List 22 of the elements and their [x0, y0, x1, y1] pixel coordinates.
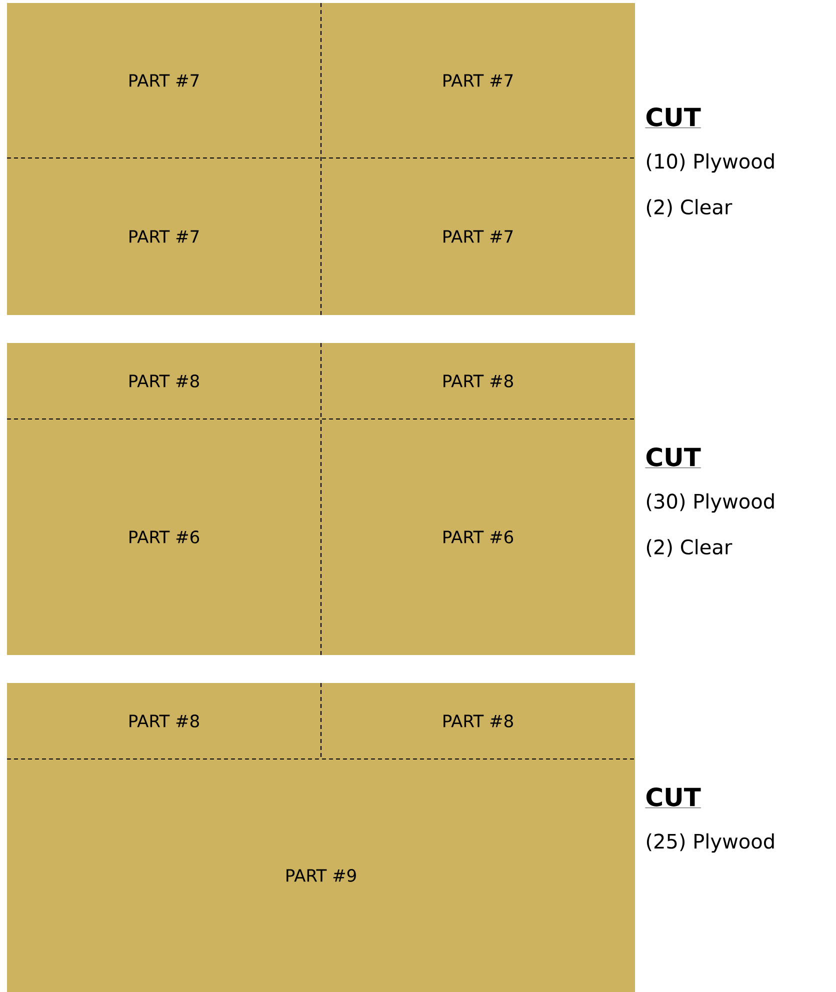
cut-heading: CUT: [645, 108, 702, 128]
part-region: PART #7: [444, 74, 513, 87]
part-region: PART #7: [130, 74, 199, 87]
material-count: (25) Plywood: [646, 833, 774, 853]
part-region: PART #6: [130, 530, 200, 544]
sheet: [7, 343, 635, 655]
sheet: [7, 3, 635, 315]
material-count: (10) Plywood: [646, 153, 774, 173]
sheet: [7, 683, 635, 992]
part-region: PART #9: [286, 869, 356, 882]
part-region: PART #6: [444, 530, 514, 544]
material-count: (2) Clear: [646, 199, 732, 217]
part-region: PART #7: [130, 230, 199, 243]
part-region: PART #8: [444, 374, 513, 388]
part-region: PART #7: [444, 230, 513, 243]
cut-heading: CUT: [645, 448, 702, 468]
material-count: (2) Clear: [646, 539, 732, 557]
part-region: PART #8: [444, 714, 513, 728]
part-region: PART #8: [130, 374, 199, 388]
material-count: (30) Plywood: [646, 493, 774, 513]
part-region: PART #8: [130, 714, 199, 728]
cut-heading: CUT: [645, 788, 702, 808]
